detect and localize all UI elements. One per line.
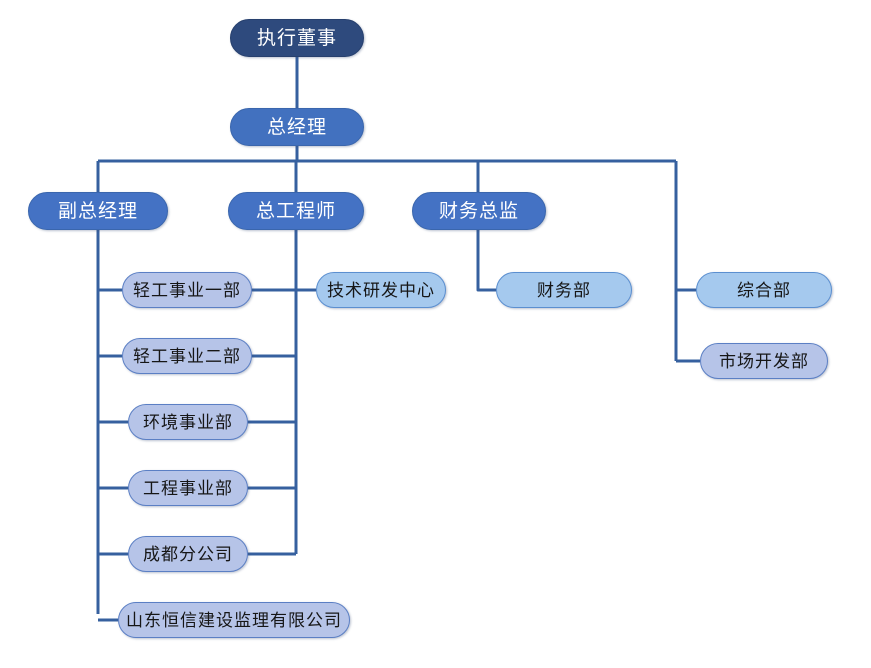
node-label: 轻工事业一部 [133,280,241,300]
node-label: 执行董事 [256,27,337,49]
node-label: 财务部 [537,280,591,300]
node-general-manager[interactable]: 总经理 [230,108,364,146]
node-label: 技术研发中心 [327,280,435,300]
node-finance-director[interactable]: 财务总监 [412,192,546,230]
node-label: 副总经理 [57,200,138,222]
node-finance-dept[interactable]: 财务部 [496,272,632,308]
node-general-affairs-dept[interactable]: 综合部 [696,272,832,308]
node-label: 总经理 [266,116,327,138]
node-label: 工程事业部 [143,478,233,498]
node-market-development-dept[interactable]: 市场开发部 [700,343,828,379]
connector-finance-director-to-dept [476,230,496,292]
node-tech-rd-center[interactable]: 技术研发中心 [316,272,446,308]
node-label: 山东恒信建设监理有限公司 [126,610,342,630]
node-shandong-hengxin-supervision[interactable]: 山东恒信建设监理有限公司 [118,602,350,638]
node-label: 环境事业部 [143,412,233,432]
node-exec-director[interactable]: 执行董事 [230,19,364,57]
node-label: 成都分公司 [143,544,233,564]
node-label: 轻工事业二部 [133,346,241,366]
node-light-industry-div-2[interactable]: 轻工事业二部 [122,338,252,374]
node-label: 市场开发部 [719,351,809,371]
node-light-industry-div-1[interactable]: 轻工事业一部 [122,272,252,308]
node-label: 财务总监 [438,200,519,222]
node-label: 总工程师 [255,200,336,222]
node-environment-div[interactable]: 环境事业部 [128,404,248,440]
node-chengdu-branch[interactable]: 成都分公司 [128,536,248,572]
node-deputy-general-manager[interactable]: 副总经理 [28,192,168,230]
node-chief-engineer[interactable]: 总工程师 [228,192,364,230]
node-label: 综合部 [737,280,791,300]
node-engineering-div[interactable]: 工程事业部 [128,470,248,506]
